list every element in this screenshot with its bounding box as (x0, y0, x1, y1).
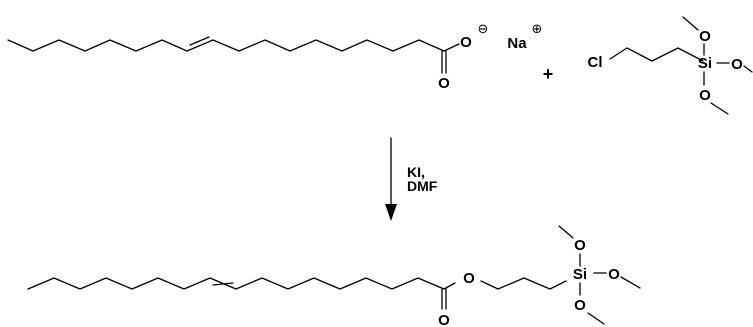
silane-methyl-top (682, 16, 699, 31)
sodium-oleate: O ⊖ Na ⊕ O (7, 22, 543, 92)
chloropropyl-chain-bonds (609, 47, 704, 62)
product-methoxy-oxygen-bottom: O (574, 297, 586, 314)
product-methyl-top (558, 225, 574, 239)
plus-sign: + (543, 64, 554, 84)
silane-methyl-right (743, 65, 753, 73)
product-propyl-bonds (480, 277, 567, 290)
methoxy-oxygen-bottom: O (699, 87, 711, 104)
product-methyl-right (620, 276, 641, 289)
oleate-carbonyl-oxygen: O (438, 75, 450, 92)
product-methyl-bottom (587, 312, 605, 325)
product-ester-silane: O O Si O O O (27, 225, 641, 327)
chlorine-atom: Cl (588, 54, 603, 71)
silane-methyl-bottom (710, 102, 729, 115)
product-methoxy-oxygen-right: O (608, 266, 620, 283)
silicon-atom: Si (698, 55, 712, 72)
sodium-counterion: Na (507, 35, 527, 52)
oleate-carboxylate-bond (443, 43, 460, 52)
product-methoxy-oxygen-top: O (574, 237, 586, 254)
reaction-conditions-line-2: DMF (407, 178, 438, 194)
product-trans-double-bond (212, 282, 234, 286)
methoxy-oxygen-right: O (731, 56, 743, 73)
oleate-anion-oxygen: O (460, 34, 472, 51)
reaction-conditions-line-1: KI, (407, 164, 425, 180)
oleate-chain-bonds (7, 39, 445, 52)
product-ester-oxygen: O (463, 270, 475, 287)
product-silicon-atom: Si (573, 266, 587, 283)
product-chain-bonds (27, 277, 456, 290)
cation-charge-symbol: ⊕ (532, 22, 543, 37)
reaction-arrow (385, 137, 397, 221)
arrow-head (385, 204, 397, 221)
anion-charge-symbol: ⊖ (478, 22, 489, 37)
chloropropyl-trimethoxysilane: Cl Si O O O (588, 16, 753, 115)
product-carbonyl-oxygen: O (438, 312, 450, 327)
oleate-trans-double-bond (189, 36, 210, 46)
methoxy-oxygen-top: O (699, 28, 711, 45)
